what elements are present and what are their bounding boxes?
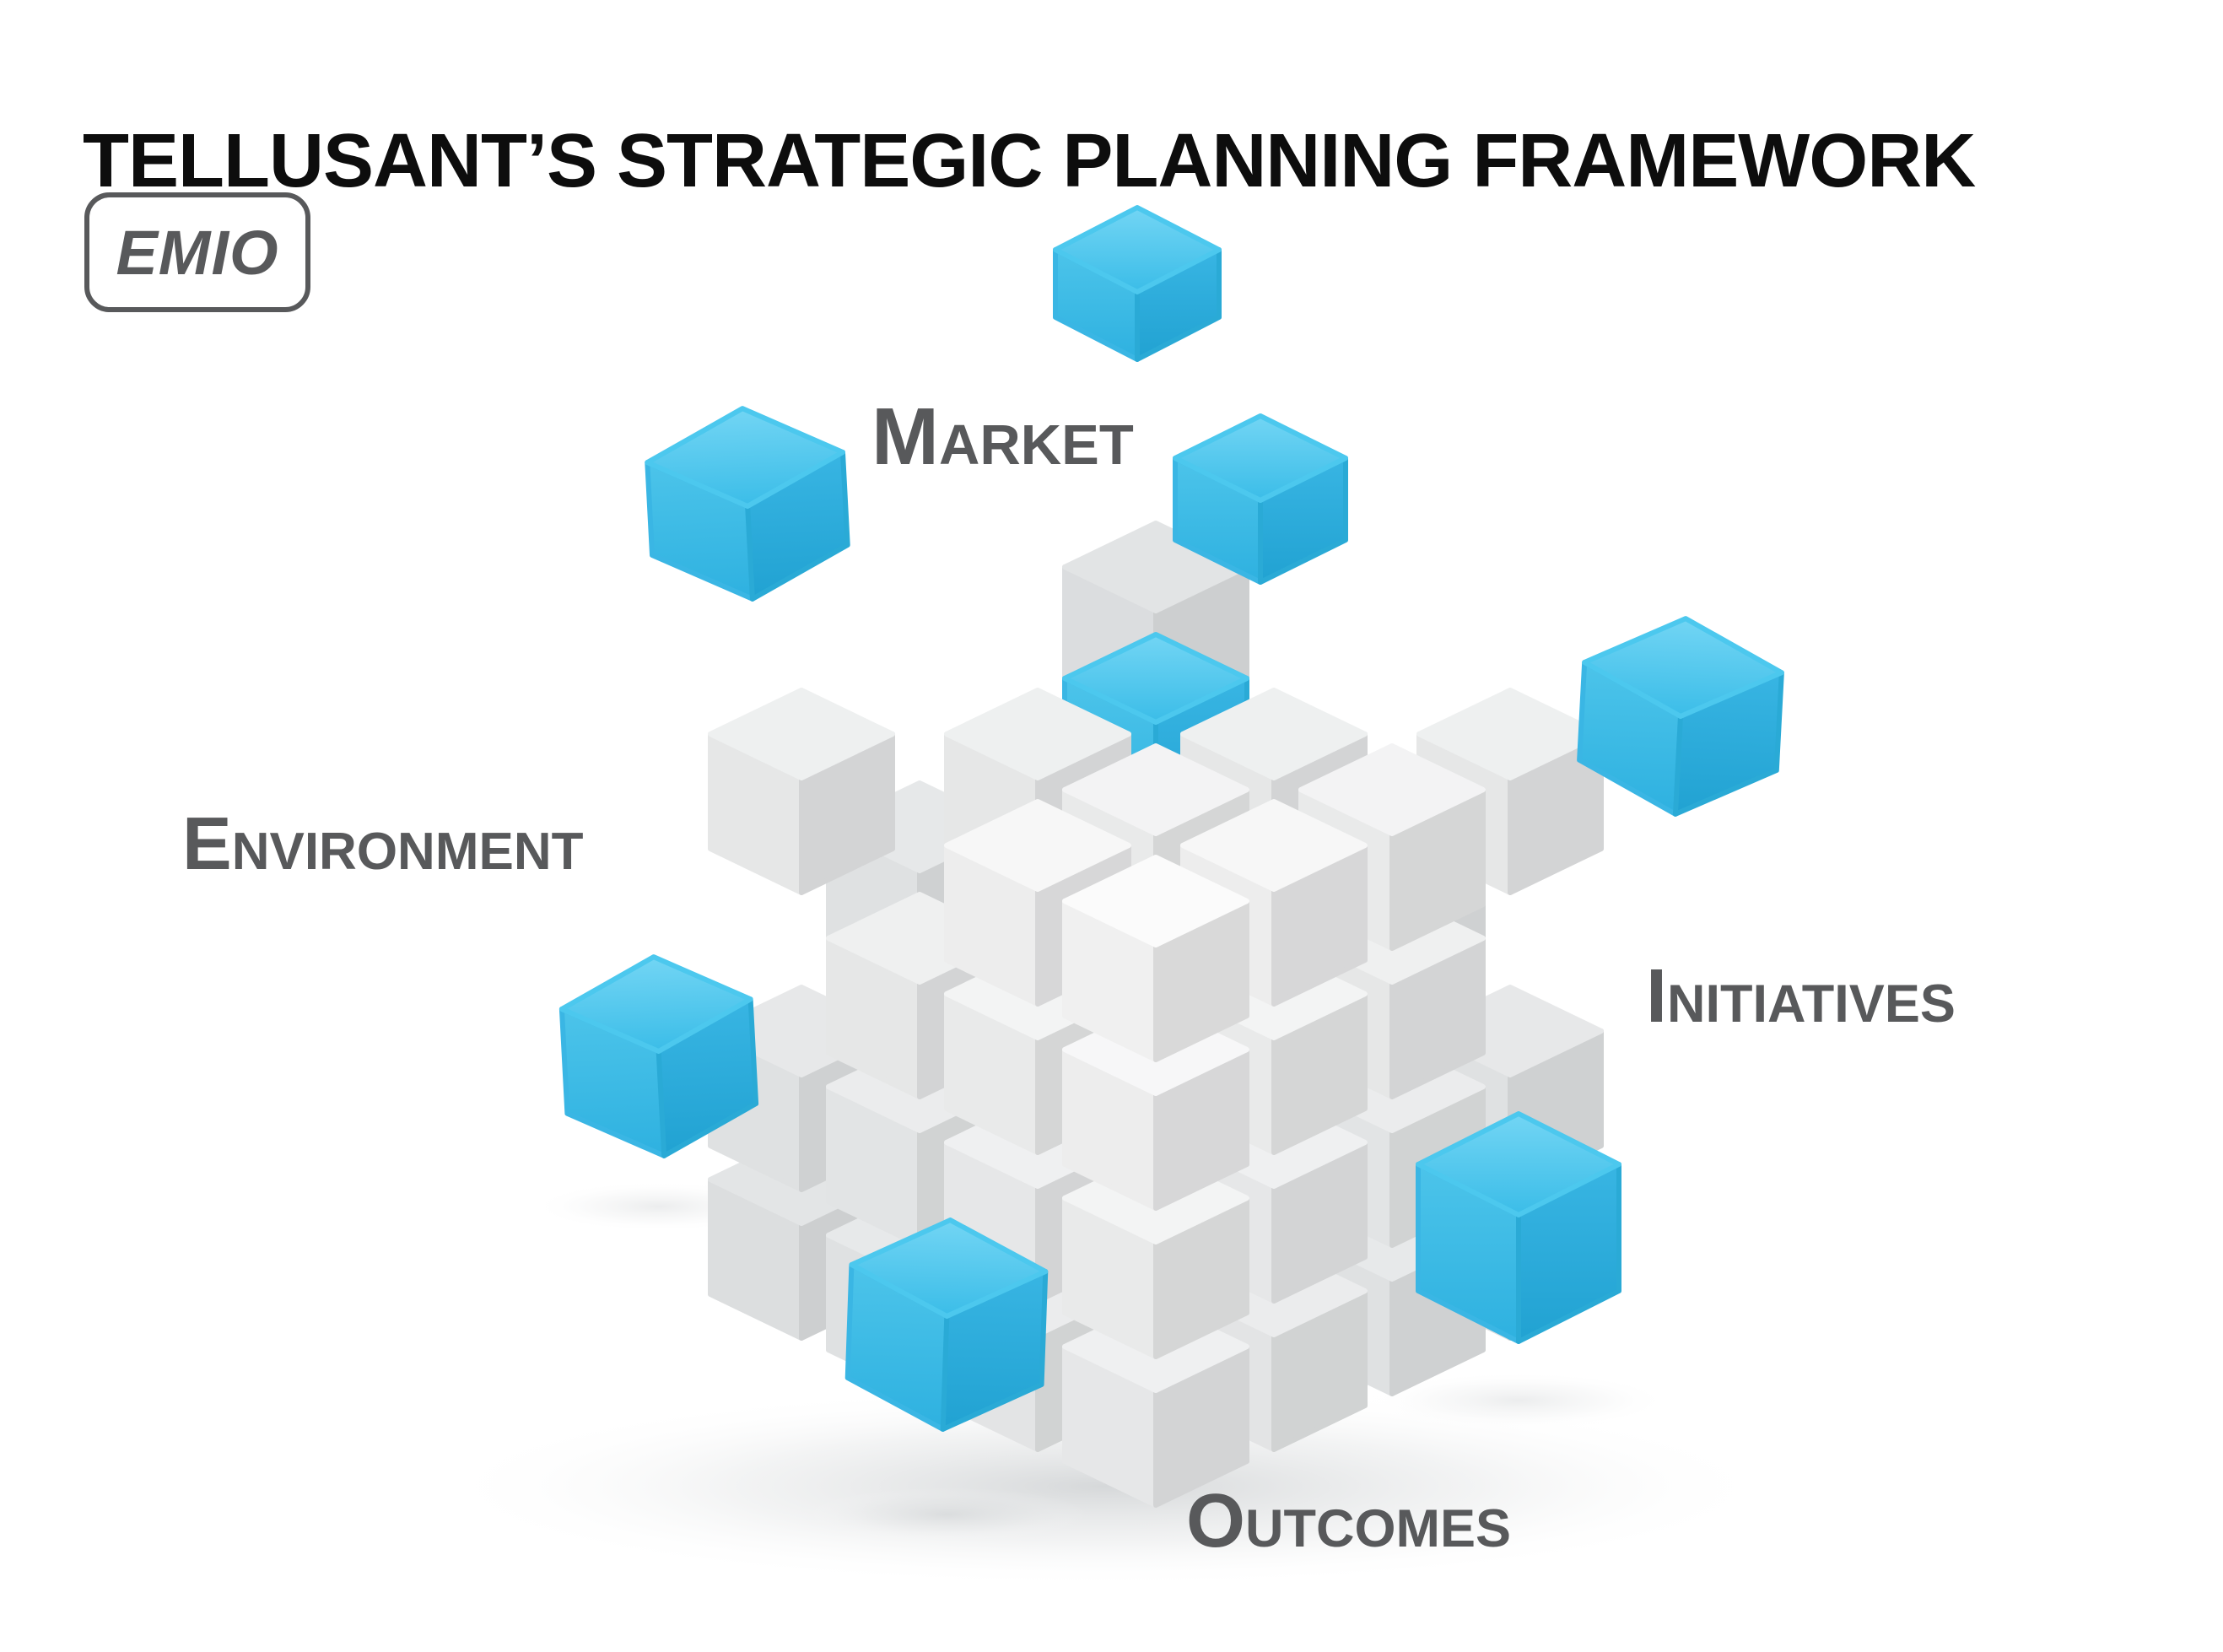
floating-accent-cubes [558,205,1784,1432]
emio-badge-label: EMIO [116,217,279,288]
white-cube [1062,855,1249,1062]
floating-accent-cube [1577,616,1784,817]
label-initiatives: Initiatives [1646,954,1956,1039]
floor-shadow [430,1385,1780,1588]
floor-shadows [430,1181,1780,1588]
floor-shadow [1367,1372,1670,1429]
floating-accent-cube [558,954,759,1158]
floating-accent-cube [1416,1111,1621,1344]
floating-accent-cube [645,406,850,602]
label-environment: Environment [182,802,584,885]
cube-grid [708,521,1604,1508]
floating-accent-cube [844,1217,1049,1432]
emio-badge: EMIO [84,192,310,312]
white-cube [1416,688,1604,895]
label-outcomes: Outcomes [1186,1479,1512,1563]
floating-accent-cube [1053,205,1222,362]
page-title: TELLUSANT’S STRATEGIC PLANNING FRAMEWORK [83,119,1976,204]
label-market: Market [871,391,1134,482]
floating-accent-cube [1173,413,1348,585]
white-cube [708,688,895,895]
floor-shadow [803,1487,1090,1541]
